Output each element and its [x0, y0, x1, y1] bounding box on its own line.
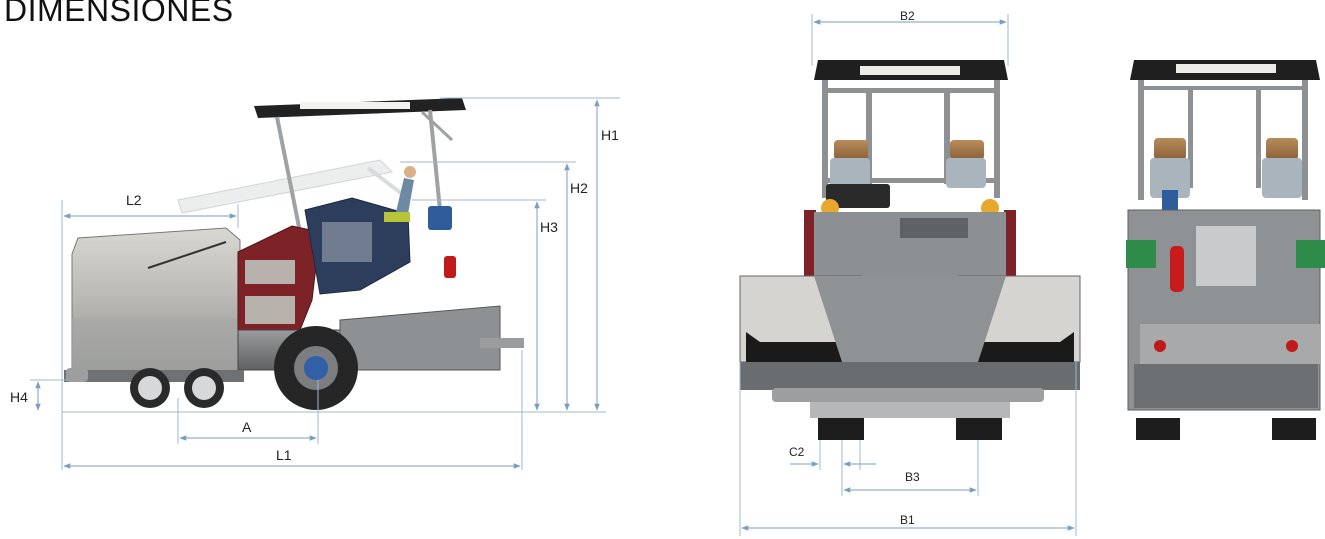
label-l1: L1 — [276, 447, 292, 463]
rear-view-paver — [1126, 60, 1325, 440]
page-title: DIMENSIONES — [4, 0, 234, 28]
label-h2: H2 — [570, 180, 588, 196]
label-b2: B2 — [900, 9, 915, 23]
label-h4: H4 — [10, 389, 28, 405]
label-b3: B3 — [905, 470, 920, 484]
label-h3: H3 — [540, 219, 558, 235]
label-l2: L2 — [126, 192, 142, 208]
label-c2: C2 — [789, 445, 805, 459]
label-a: A — [242, 419, 252, 435]
label-h1: H1 — [601, 127, 619, 143]
front-view-paver — [739, 60, 1081, 440]
side-view-paver — [64, 98, 524, 410]
label-b1: B1 — [900, 513, 915, 527]
front-view-dimensions — [739, 14, 1077, 536]
side-view-dimensions — [30, 97, 620, 470]
